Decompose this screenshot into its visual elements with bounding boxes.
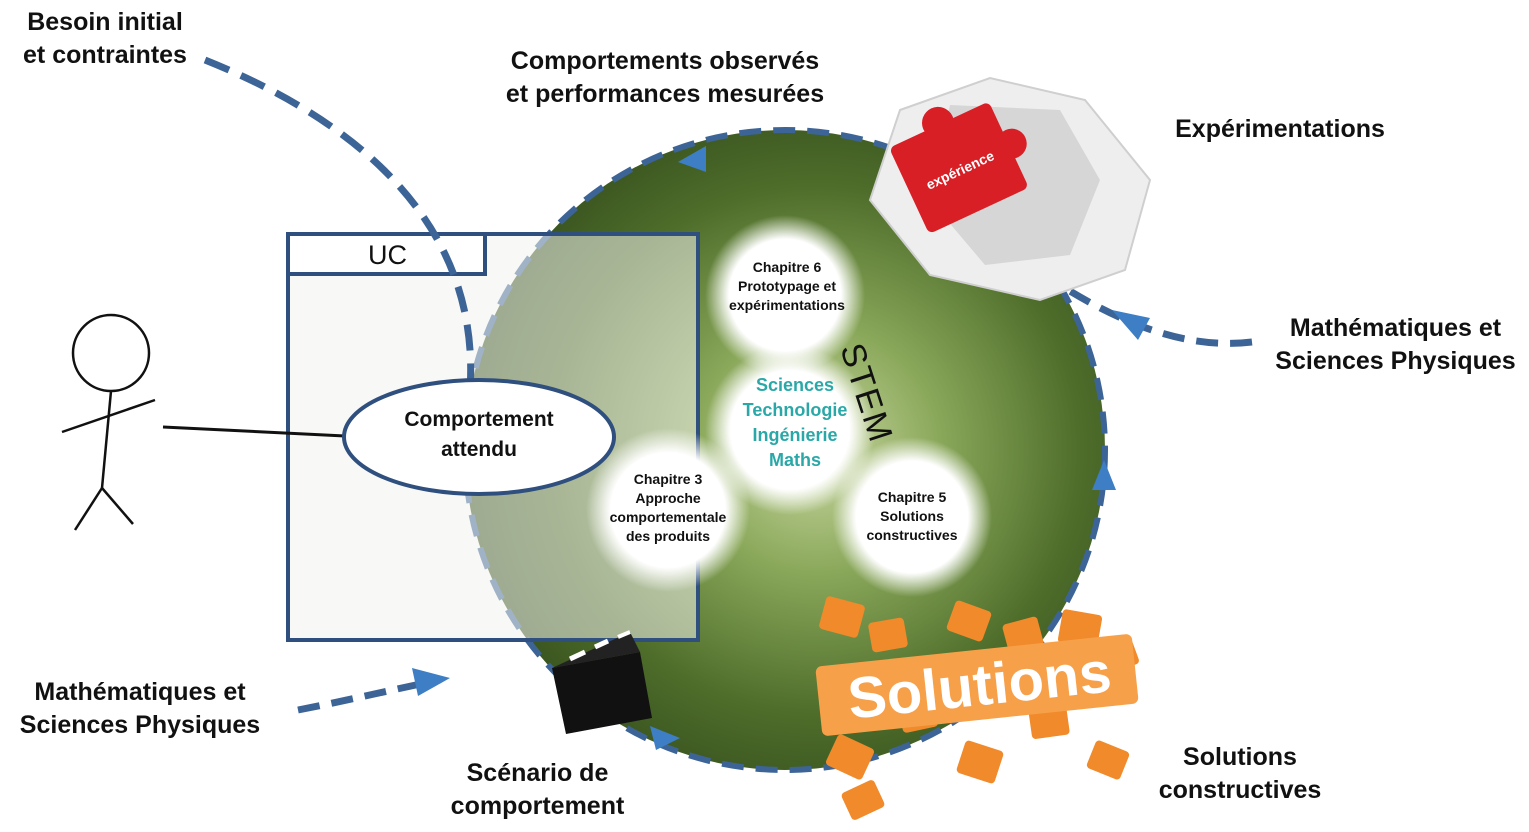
use-case-text: Comportement attendu	[370, 405, 588, 465]
chapter-5-line-2: Solutions	[880, 508, 944, 524]
label-maths-right: Mathématiques et Sciences Physiques	[1268, 312, 1523, 378]
maths-left-dashed-arrow	[297, 676, 441, 714]
label-comportements-line-1: Comportements observés	[510, 47, 820, 75]
label-scenario-line-1: Scénario de	[466, 759, 609, 787]
chapter-6-title: Chapitre 6	[752, 259, 822, 275]
experience-puzzle-image: expérience	[868, 76, 1152, 302]
label-solutions-line-1: Solutions	[1183, 743, 1297, 771]
chapter-3-line-2: Approche	[635, 490, 701, 506]
maths-left-arrowhead	[412, 668, 450, 696]
label-besoin-line-1: Besoin initial	[27, 8, 183, 36]
label-maths-right-line-1: Mathématiques et	[1289, 314, 1502, 342]
chapter-6-line-3: expérimentations	[729, 297, 845, 313]
blob-chapter-5	[832, 437, 992, 597]
label-experimentations: Expérimentations	[1175, 115, 1385, 143]
chapter-5-title: Chapitre 5	[877, 489, 947, 505]
stem-item-technologie: Technologie	[742, 400, 848, 420]
label-comportements: Comportements observés et performances m…	[470, 45, 860, 111]
label-maths-left: Mathématiques et Sciences Physiques	[10, 676, 270, 742]
clapperboard-icon	[552, 630, 652, 734]
ring-arrowhead-right	[1092, 460, 1116, 490]
label-solutions-line-2: constructives	[1158, 776, 1322, 804]
blob-center	[705, 345, 875, 515]
use-case-line-1: Comportement	[404, 408, 554, 431]
label-comportements-line-2: et performances mesurées	[505, 80, 825, 108]
chapter-6-text: Chapitre 6 Prototypage et expérimentatio…	[712, 258, 862, 315]
actor-association-line	[162, 425, 346, 438]
blob-chapter-6	[705, 215, 865, 375]
chapter-3-text: Chapitre 3 Approche comportementale des …	[593, 470, 743, 546]
label-besoin: Besoin initial et contraintes	[10, 6, 200, 72]
chapter-5-line-3: constructives	[866, 527, 958, 543]
blob-chapter-3	[586, 428, 750, 592]
chapter-5-text: Chapitre 5 Solutions constructives	[837, 488, 987, 545]
label-maths-right-line-2: Sciences Physiques	[1275, 347, 1516, 375]
label-scenario-line-2: comportement	[450, 792, 625, 820]
ring-arrowhead-bottom	[650, 726, 680, 750]
label-scenario: Scénario de comportement	[425, 757, 650, 823]
use-case-line-2: attendu	[441, 438, 517, 461]
chapter-3-line-4: des produits	[625, 528, 710, 544]
label-maths-left-line-2: Sciences Physiques	[19, 711, 261, 739]
label-solutions-constructives: Solutions constructives	[1140, 741, 1340, 807]
maths-right-arrowhead	[1112, 310, 1150, 340]
maths-right-dashed-arrow	[1058, 282, 1253, 347]
chapter-6-line-2: Prototypage et	[737, 278, 836, 294]
stem-item-ingenierie: Ingénierie	[752, 425, 838, 445]
stem-list: Sciences Technologie Ingénierie Maths	[720, 373, 870, 473]
chapter-3-line-3: comportementale	[609, 509, 727, 525]
stem-item-sciences: Sciences	[755, 375, 835, 395]
chapter-3-title: Chapitre 3	[633, 471, 703, 487]
ring-arrowhead-top	[678, 146, 706, 172]
label-besoin-line-2: et contraintes	[23, 41, 187, 69]
use-case-ellipse	[342, 378, 616, 496]
besoin-dashed-curve	[203, 56, 475, 391]
stem-item-maths: Maths	[768, 450, 821, 470]
label-maths-left-line-1: Mathématiques et	[34, 678, 246, 706]
actor-figure	[61, 313, 156, 531]
uc-label: UC	[368, 240, 407, 270]
